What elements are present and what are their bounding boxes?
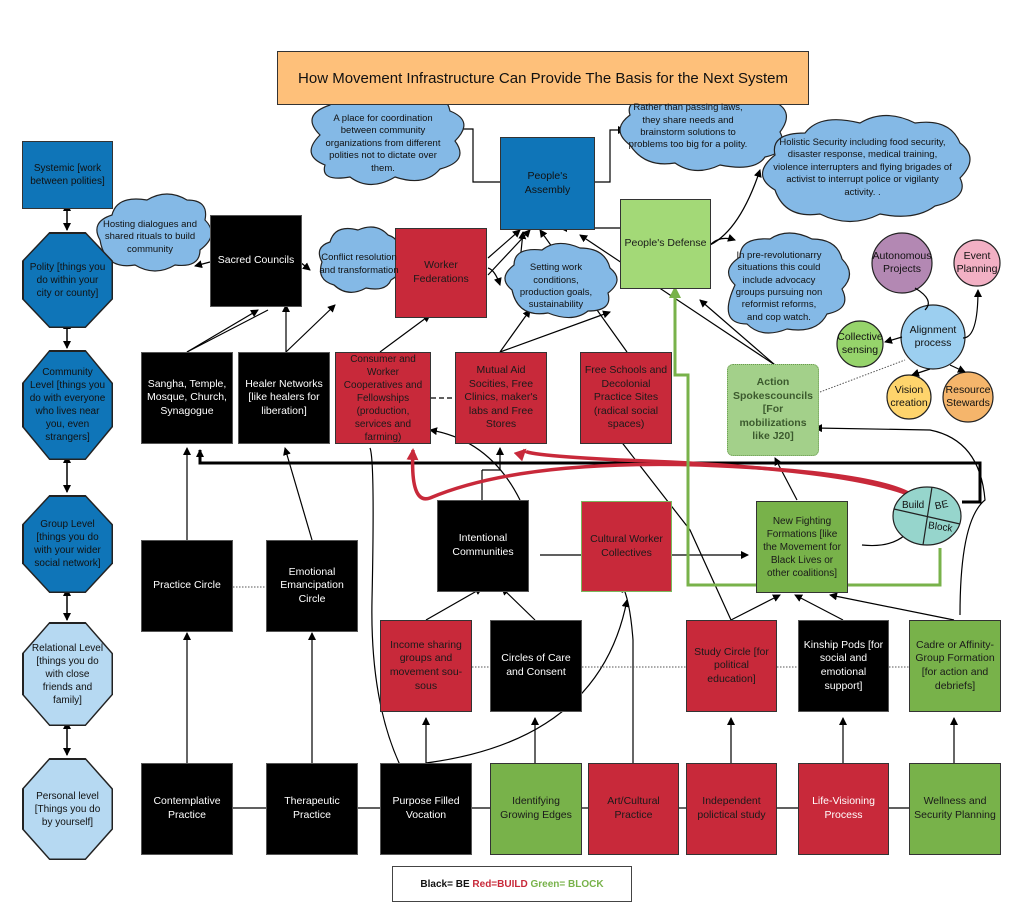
node-therapeutic: Therapeutic Practice bbox=[266, 763, 358, 855]
alignment-collective-sensing-label: Collective sensing bbox=[837, 330, 883, 356]
clouds bbox=[96, 81, 971, 334]
legend-build: Red=BUILD bbox=[472, 878, 528, 890]
be-loop-connector bbox=[196, 449, 982, 504]
node-study-circle: Study Circle [for political education] bbox=[686, 620, 777, 712]
node-peoples-assembly: People's Assembly bbox=[500, 137, 595, 230]
level-community: Community Level [things you do with ever… bbox=[23, 351, 112, 459]
node-sacred-councils: Sacred Councils bbox=[210, 215, 302, 307]
cloud-hosting-dialogues bbox=[96, 193, 212, 272]
circle-event-planning bbox=[953, 239, 1001, 287]
build-be-block-ellipse bbox=[892, 486, 962, 546]
level-relational: Relational Level [things you do with clo… bbox=[23, 623, 112, 725]
node-kinship-pods: Kinship Pods [for social and emotional s… bbox=[798, 620, 889, 712]
circle-autonomous-projects bbox=[871, 232, 933, 294]
node-wellness: Wellness and Security Planning bbox=[909, 763, 1001, 855]
level-group: Group Level [things you do with your wid… bbox=[23, 496, 112, 592]
legend-be: Black= BE bbox=[420, 878, 470, 890]
ellipse-build-label: Build bbox=[902, 500, 925, 511]
node-intentional-communities: Intentional Communities bbox=[437, 500, 529, 592]
node-emotional-emancipation: Emotional Emancipation Circle bbox=[266, 540, 358, 632]
cloud-work-conditions bbox=[504, 242, 618, 319]
cloud-text-work-conditions: Setting work conditions, production goal… bbox=[519, 262, 593, 311]
dotted-connectors bbox=[233, 359, 909, 668]
connector-lines bbox=[183, 125, 986, 809]
node-cadre: Cadre or Affinity-Group Formation [for a… bbox=[909, 620, 1001, 712]
node-cultural-worker: Cultural Worker Collectives bbox=[581, 501, 672, 592]
node-peoples-defense: People's Defense bbox=[620, 199, 711, 289]
node-life-visioning: Life-Visioning Process bbox=[798, 763, 889, 855]
legend: Black= BE Red=BUILD Green= BLOCK bbox=[392, 866, 632, 902]
cloud-holistic-security bbox=[761, 114, 971, 223]
node-new-fighting-formations: New Fighting Formations [like the Moveme… bbox=[756, 501, 848, 593]
cloud-coordination bbox=[310, 86, 465, 186]
node-mutual-aid: Mutual Aid Socities, Free Clinics, maker… bbox=[455, 352, 547, 444]
level-personal: Personal level [Things you do by yoursel… bbox=[23, 759, 112, 859]
node-cooperatives: Consumer and Worker Cooperatives and Fel… bbox=[335, 352, 431, 444]
node-action-spokescouncils: Action Spokescouncils [For mobilizations… bbox=[727, 364, 819, 456]
alignment-autonomous-label: Autonomous Projects bbox=[872, 249, 932, 275]
node-healer-networks: Healer Networks [like healers for libera… bbox=[238, 352, 330, 444]
node-worker-federations: Worker Federations bbox=[395, 228, 487, 318]
build-connectors bbox=[406, 448, 917, 501]
cloud-text-holistic-security: Holistic Security including food securit… bbox=[773, 137, 952, 198]
circle-resource-stewards bbox=[942, 371, 994, 423]
node-sangha: Sangha, Temple, Mosque, Church, Synagogu… bbox=[141, 352, 233, 444]
legend-block: Green= BLOCK bbox=[530, 878, 604, 890]
node-free-schools: Free Schools and Decolonial Practice Sit… bbox=[580, 352, 672, 444]
node-practice-circle: Practice Circle bbox=[141, 540, 233, 632]
cloud-pre-revolutionary bbox=[727, 232, 851, 334]
cloud-text-pre-revolutionary: In pre-revolutionarry situations this co… bbox=[735, 249, 823, 323]
node-art-cultural: Art/Cultural Practice bbox=[588, 763, 679, 855]
block-connector bbox=[669, 286, 942, 587]
circle-vision-creation bbox=[886, 374, 932, 420]
alignment-vision-creation-label: Vision creation bbox=[890, 383, 928, 409]
diagram-title: How Movement Infrastructure Can Provide … bbox=[277, 51, 809, 105]
node-contemplative: Contemplative Practice bbox=[141, 763, 233, 855]
level-systemic: Systemic [work between polities] bbox=[22, 141, 113, 209]
node-growing-edges: Identifying Growing Edges bbox=[490, 763, 582, 855]
cloud-text-coordination: A place for coordination between communi… bbox=[325, 113, 441, 174]
cloud-text-hosting-dialogues: Hosting dialogues and shared rituals to … bbox=[102, 218, 197, 255]
cloud-text-rather-than: Rather than passing laws, they share nee… bbox=[628, 102, 748, 151]
node-income-sharing: Income sharing groups and movement sou-s… bbox=[380, 620, 472, 712]
alignment-event-planning-label: Event Planning bbox=[956, 249, 998, 275]
alignment-resource-stewards-label: Resource Stewards bbox=[945, 383, 991, 409]
cloud-text-conflict-resolution: Conflict resolution and transformation bbox=[319, 252, 399, 276]
node-circles-of-care: Circles of Care and Consent bbox=[490, 620, 582, 712]
node-independent-study: Independent polictical study bbox=[686, 763, 777, 855]
level-polity: Polity [things you do within your city o… bbox=[23, 233, 112, 327]
node-purpose-vocation: Purpose Filled Vocation bbox=[380, 763, 472, 855]
circle-collective-sensing bbox=[836, 320, 884, 368]
alignment-center-label: Alignment process bbox=[909, 323, 957, 349]
